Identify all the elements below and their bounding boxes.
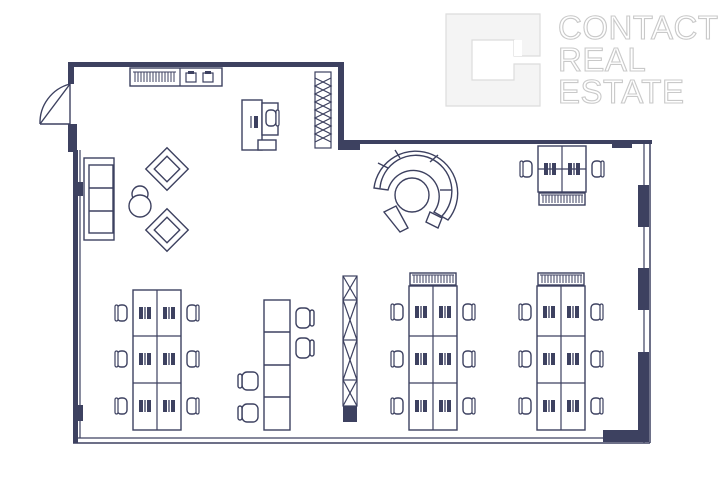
sofa-icon: [83, 157, 115, 241]
storage-cabinet: [129, 67, 223, 87]
armchair-icon: [144, 207, 190, 253]
wall-step-corner: [338, 140, 360, 150]
curved-sofa-icon: [373, 149, 459, 233]
meeting-table-icon: [237, 299, 315, 431]
logo-line-contact: CONTACT: [557, 9, 719, 46]
wall-step-vertical: [338, 62, 344, 148]
wall-corner-bottom-right: [603, 430, 649, 442]
workstation-cluster-icon: [519, 145, 605, 206]
shelving-rack-icon: [313, 71, 333, 149]
shelving-rack-icon: [342, 275, 358, 422]
company-logo-mark-icon: [445, 13, 541, 107]
window-column-2: [638, 268, 649, 310]
logo-line-real: REAL: [557, 41, 647, 78]
logo-line-estate: ESTATE: [557, 73, 685, 110]
walls: [68, 62, 652, 444]
wall-door-jamb: [68, 124, 77, 152]
workstation-cluster-icon: [518, 272, 604, 431]
round-table-icon: [128, 185, 152, 218]
wall-top: [68, 62, 343, 67]
armchair-icon: [144, 146, 190, 192]
office-chair-icon: [265, 109, 280, 127]
wall-right-top: [338, 140, 652, 144]
window-column-3: [638, 352, 649, 442]
workstation-cluster-icon: [114, 289, 200, 431]
wall-right-top-cap: [612, 140, 632, 148]
reception-desk-icon: [241, 99, 280, 151]
window-column-1: [638, 185, 649, 227]
company-logo-wordmark: CONTACT REAL ESTATE: [557, 9, 719, 110]
wall-left: [73, 150, 78, 443]
door-icon: [39, 83, 71, 125]
company-logo: CONTACT REAL ESTATE: [444, 10, 719, 112]
workstation-cluster-icon: [390, 272, 476, 431]
wall-top-left: [68, 62, 74, 84]
